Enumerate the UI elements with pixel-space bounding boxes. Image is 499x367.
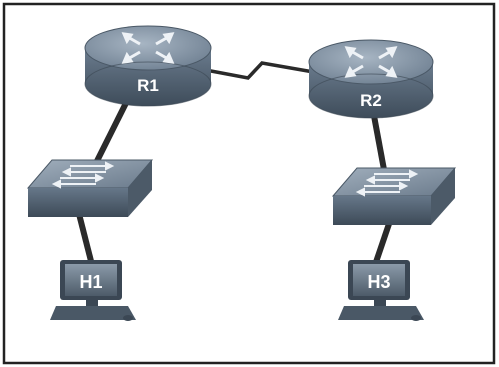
mouse-icon (411, 315, 421, 321)
host-h3[interactable]: H3 (338, 260, 424, 321)
serial-link-r1-r2 (194, 61, 326, 80)
router-r2[interactable]: R2 (308, 39, 434, 119)
monitor-screen (65, 264, 117, 296)
link-s1-h1 (75, 209, 95, 266)
link-r1-s1 (92, 93, 133, 167)
host-h1-label: H1 (79, 272, 102, 292)
monitor-screen (353, 264, 405, 296)
router-r2-label: R2 (360, 91, 382, 110)
keyboard-icon (50, 306, 136, 320)
keyboard-icon (338, 306, 424, 320)
switch-arrows-icon (355, 169, 419, 197)
host-h3-label: H3 (367, 272, 390, 292)
switch-arrows-icon (51, 161, 115, 189)
switch-s2[interactable] (331, 167, 457, 225)
router-arrows-icon (121, 32, 175, 64)
host-h1[interactable]: H1 (50, 260, 136, 321)
router-r1-label: R1 (137, 76, 159, 95)
mouse-icon (123, 315, 133, 321)
router-r1[interactable]: R1 (84, 25, 212, 107)
router-arrows-icon (344, 46, 398, 78)
switch-s1[interactable] (26, 159, 154, 217)
